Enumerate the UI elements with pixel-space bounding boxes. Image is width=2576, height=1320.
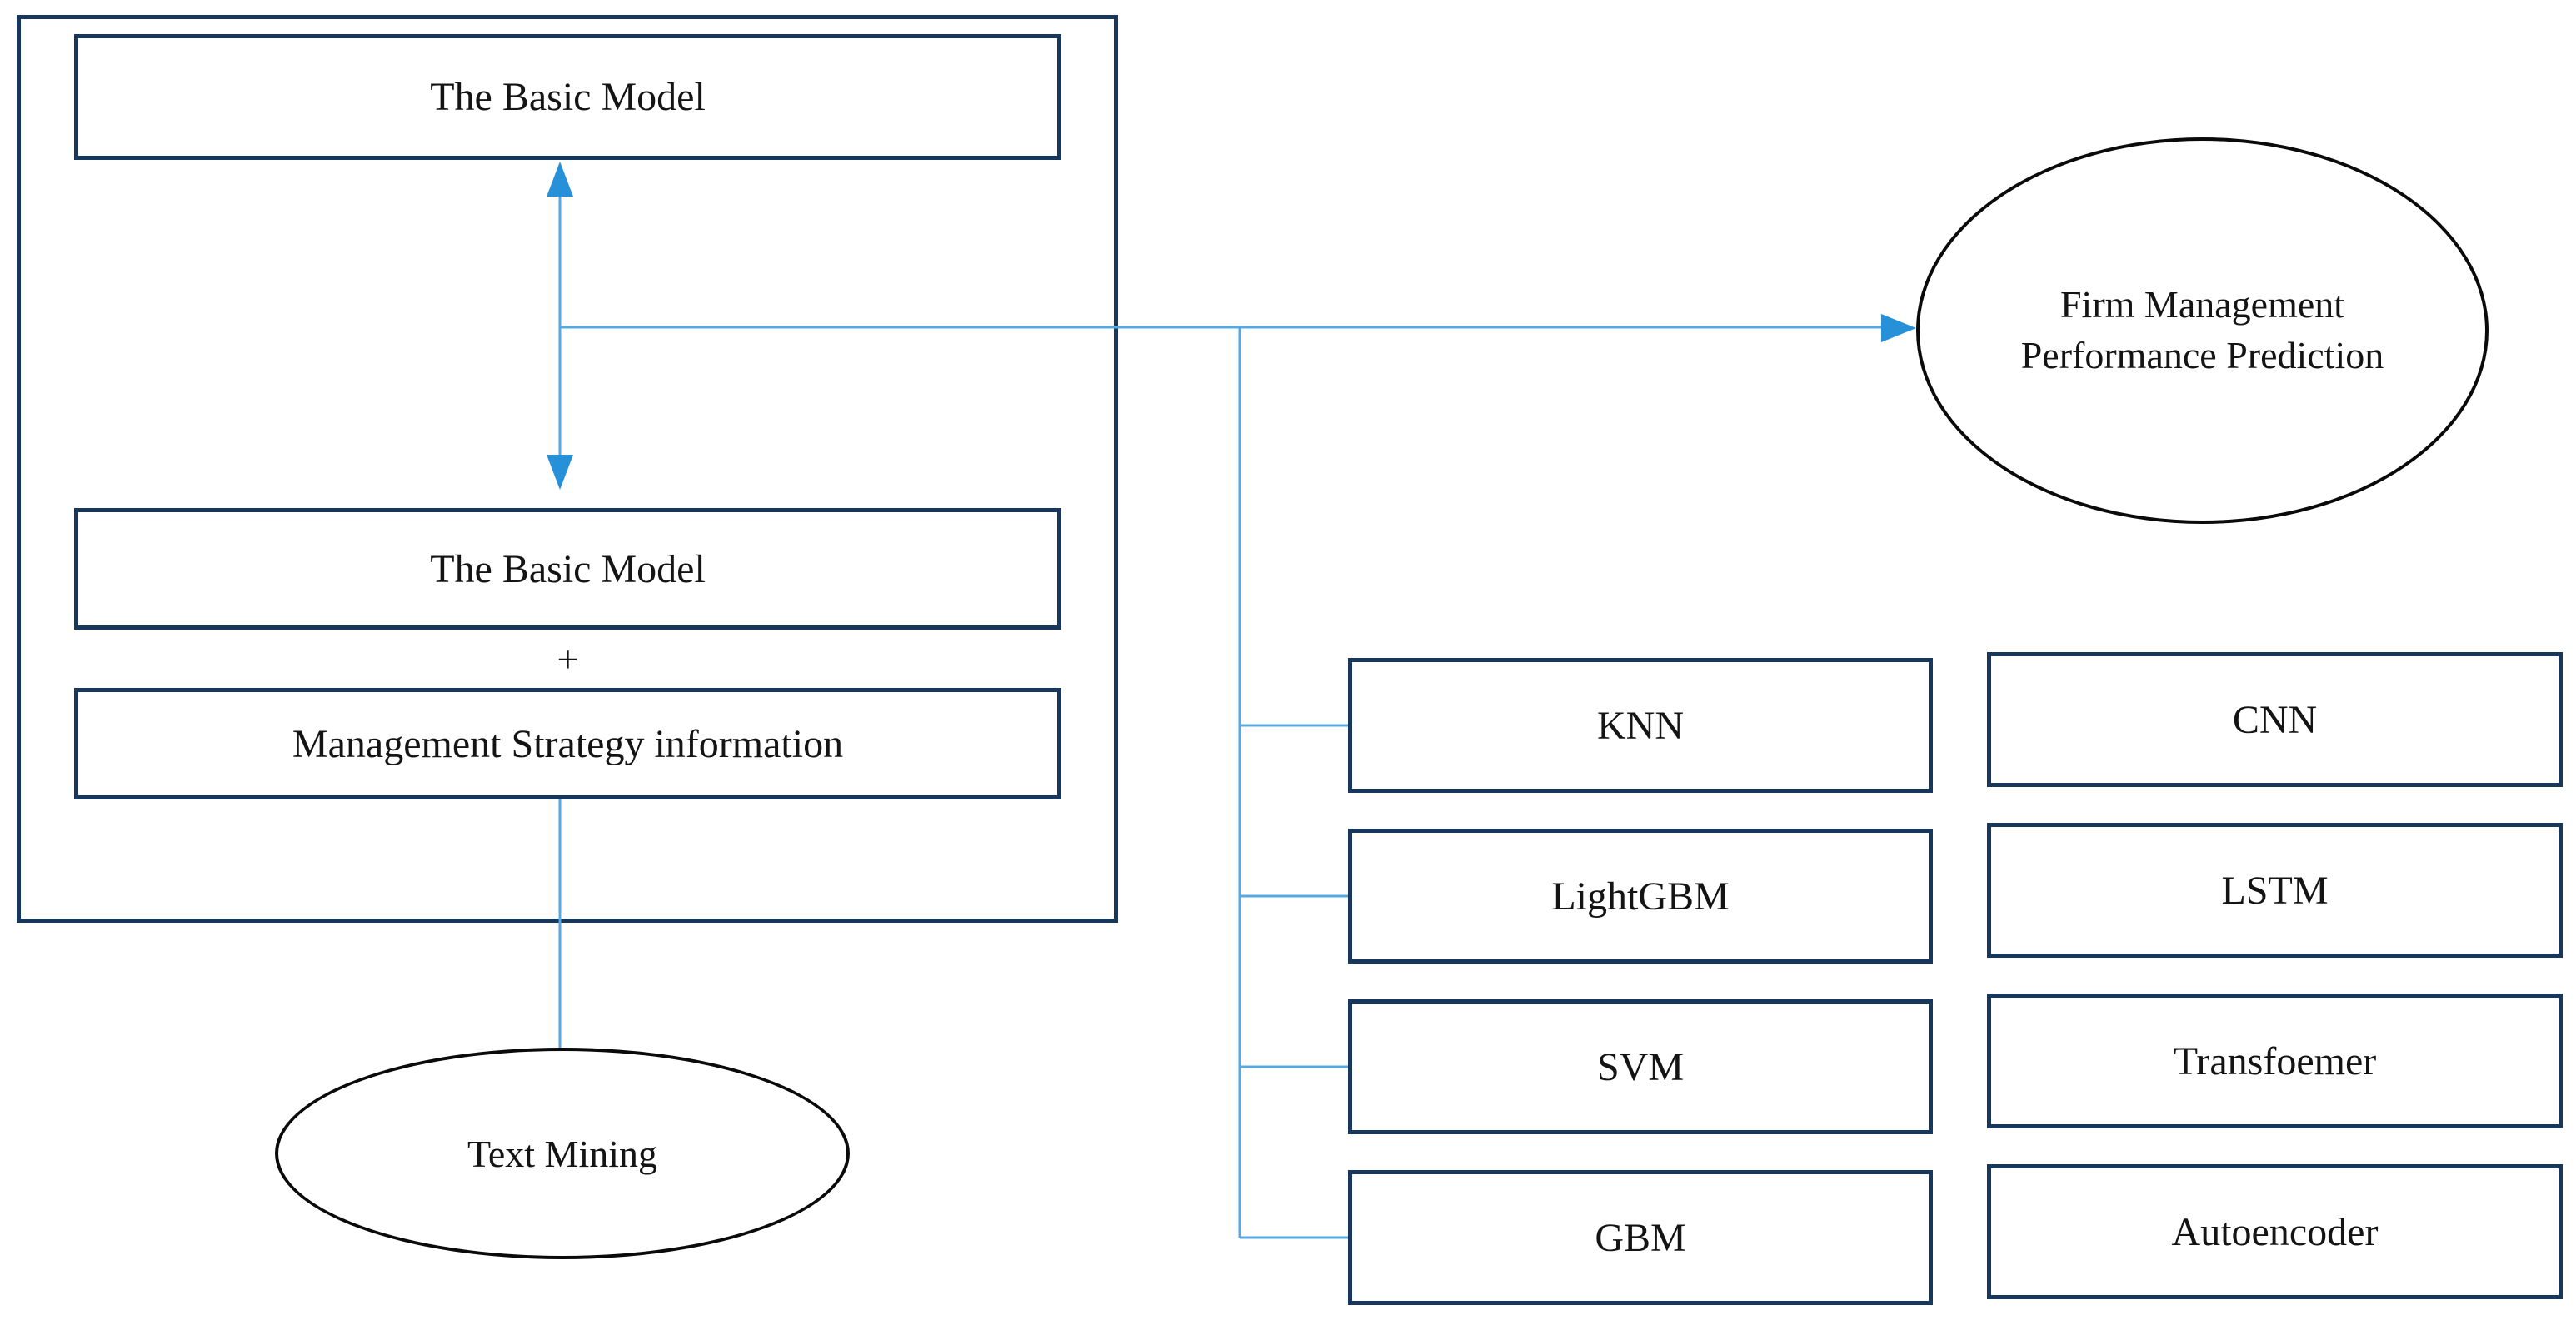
node-management-strategy-label: Management Strategy information: [292, 721, 844, 766]
node-firm-prediction: Firm Management Performance Prediction: [1916, 137, 2489, 524]
node-text-mining: Text Mining: [275, 1048, 850, 1259]
plus-operator: +: [74, 626, 1061, 691]
node-basic-model-top: The Basic Model: [74, 34, 1061, 160]
node-model-autoencoder-label: Autoencoder: [2171, 1209, 2379, 1254]
node-model-gbm: GBM: [1348, 1170, 1933, 1305]
node-model-lstm-label: LSTM: [2221, 868, 2329, 913]
node-model-gbm-label: GBM: [1595, 1215, 1686, 1260]
node-model-svm: SVM: [1348, 999, 1933, 1134]
node-model-cnn: CNN: [1987, 652, 2563, 787]
node-model-lstm: LSTM: [1987, 823, 2563, 958]
node-model-transformer: Transfoemer: [1987, 994, 2563, 1128]
arrowhead-down-icon: [547, 455, 573, 490]
node-firm-prediction-label: Firm Management Performance Prediction: [2020, 283, 2384, 376]
plus-operator-label: +: [557, 637, 579, 680]
node-text-mining-label: Text Mining: [467, 1132, 658, 1175]
arrowhead-up-icon: [547, 162, 573, 197]
node-model-lightgbm-label: LightGBM: [1551, 874, 1730, 919]
node-model-knn: KNN: [1348, 658, 1933, 793]
node-model-cnn-label: CNN: [2232, 697, 2318, 742]
node-management-strategy: Management Strategy information: [74, 688, 1061, 799]
node-basic-model-top-label: The Basic Model: [430, 75, 706, 119]
arrowhead-right-icon: [1881, 314, 1916, 342]
node-basic-model-combined-label: The Basic Model: [430, 546, 706, 591]
node-basic-model-combined: The Basic Model: [74, 508, 1061, 630]
node-model-lightgbm: LightGBM: [1348, 829, 1933, 964]
node-model-knn-label: KNN: [1597, 703, 1684, 748]
node-model-svm-label: SVM: [1596, 1044, 1685, 1089]
node-model-autoencoder: Autoencoder: [1987, 1164, 2563, 1299]
node-model-transformer-label: Transfoemer: [2173, 1039, 2377, 1083]
basic-model-group-container: [17, 15, 1118, 923]
